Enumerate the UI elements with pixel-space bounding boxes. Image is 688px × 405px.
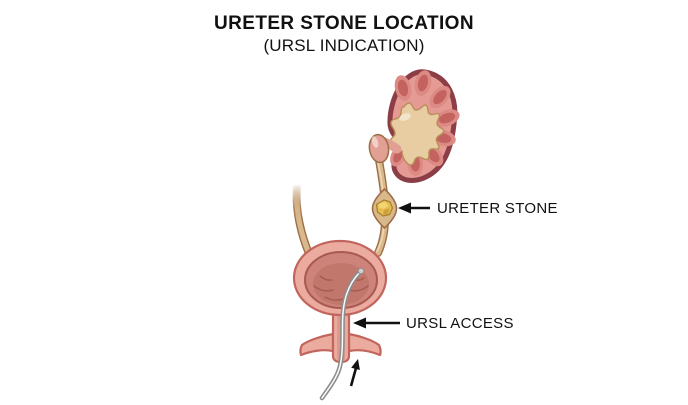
renal-pelvis	[389, 102, 445, 166]
ureteroscope	[319, 267, 365, 401]
ureter-stone-arrow	[398, 202, 430, 214]
right-ureter	[371, 156, 398, 257]
insertion-direction-arrow	[349, 359, 360, 387]
page-subtitle: (URSL INDICATION)	[263, 36, 425, 55]
left-ureter	[292, 183, 314, 260]
renal-pelvis-bulb	[368, 133, 390, 164]
kidney	[368, 69, 460, 183]
bladder-interior	[304, 251, 378, 309]
ursl-access-arrow	[353, 317, 400, 329]
scope-tip	[357, 267, 365, 275]
pelvic-floor-right	[347, 332, 382, 357]
page-title: URETER STONE LOCATION	[214, 13, 474, 34]
ureter-stone-label: URETER STONE	[437, 200, 558, 217]
ursl-access-label: URSL ACCESS	[406, 315, 514, 332]
ureter-stone	[375, 199, 394, 217]
pelvic-floor-left	[299, 332, 335, 357]
pelvic-floor	[299, 332, 382, 357]
bladder	[292, 239, 388, 317]
